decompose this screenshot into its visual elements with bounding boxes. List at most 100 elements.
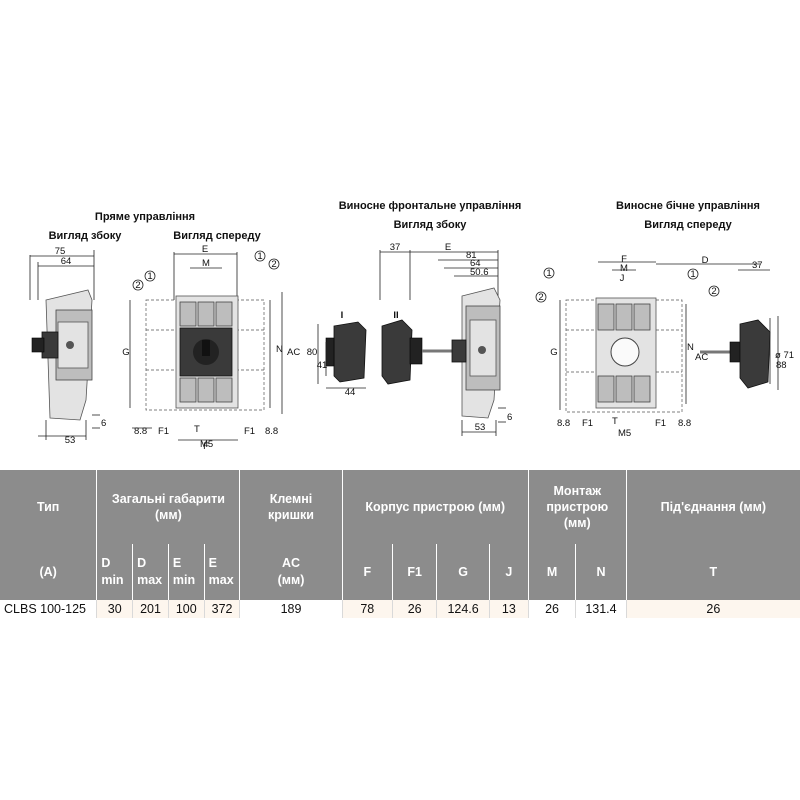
callout-2: 2: [135, 280, 140, 291]
rs-dim-J: J: [620, 273, 625, 284]
rf-dim-80: 80: [307, 347, 318, 358]
header-mounting: Монтаж пристрою (мм): [527, 470, 627, 544]
cell-d-min: 30: [96, 600, 133, 618]
rs-callout-2: 2: [538, 292, 543, 303]
header-f: F: [341, 544, 393, 600]
callout-2-right: 2: [271, 259, 276, 270]
header-type: Тип: [0, 470, 97, 544]
header-d-min-sub: min: [101, 573, 124, 587]
dim-F1-right: F1: [244, 426, 255, 437]
remote-front-side-label: Вигляд збоку: [394, 219, 468, 231]
rf-dim-81: 81: [466, 250, 477, 261]
header-housing: Корпус пристрою (мм): [341, 470, 529, 544]
dim-F: F: [203, 441, 209, 452]
rs-callout-2-right: 2: [711, 286, 716, 297]
header-m: M: [527, 544, 576, 600]
rs-dim-8-8-right: 8.8: [678, 418, 691, 429]
rf-label-II: II: [393, 310, 398, 321]
rf-dim-37: 37: [390, 242, 401, 253]
header-ac-letter: AC: [281, 556, 301, 570]
dim-8-8-left: 8.8: [134, 426, 147, 437]
rs-dim-M5: M5: [618, 428, 631, 439]
header-mounting-line2: пристрою: [546, 500, 609, 514]
remote-front-title: Виносне фронтальне управління: [339, 200, 522, 212]
cell-t: 26: [625, 600, 800, 618]
remote-front-side-view: 37 E 81 64 50.6 I II 80 41 44 53 6: [307, 242, 512, 436]
header-t: T: [625, 544, 800, 600]
rf-dim-41: 41: [317, 360, 328, 371]
rf-label-I: I: [341, 310, 344, 321]
rf-dim-44: 44: [345, 387, 356, 398]
header-d-max: D max: [132, 544, 169, 600]
cell-j: 13: [488, 600, 529, 618]
dim-N: N: [276, 344, 283, 355]
rs-dim-M: M: [620, 263, 628, 274]
header-g: G: [436, 544, 490, 600]
remote-side-front-view: F M J D 37 1 2 1 2 G N AC ø: [535, 254, 794, 439]
remote-side-title: Виносне бічне управління: [616, 200, 760, 212]
rf-dim-50-6: 50.6: [470, 267, 489, 278]
spec-table: Тип Загальні габарити (мм) Клемні кришки…: [0, 470, 800, 618]
header-d-min: D min: [96, 544, 133, 600]
direct-control-title: Пряме управління: [95, 211, 195, 223]
callout-1-right: 1: [257, 251, 262, 262]
header-e-max-letter: E: [208, 556, 218, 570]
cell-f: 78: [341, 600, 393, 618]
rs-callout-1: 1: [546, 268, 551, 279]
rs-dim-phi71: ø 71: [775, 350, 794, 361]
header-terminal-covers-line1: Клемні: [269, 492, 313, 506]
rf-dim-E: E: [445, 242, 451, 253]
technical-drawings: Пряме управління Вигляд збоку Вигляд спе…: [29, 200, 794, 452]
header-f1: F1: [392, 544, 437, 600]
callout-1: 1: [147, 271, 152, 282]
rs-dim-8-8-left: 8.8: [557, 418, 570, 429]
rs-dim-F: F: [621, 254, 627, 265]
dim-8-8-right: 8.8: [265, 426, 278, 437]
header-connection: Під'єднання (мм): [625, 470, 800, 544]
dim-6: 6: [101, 418, 106, 429]
cell-g: 124.6: [436, 600, 490, 618]
rs-dim-D: D: [702, 255, 709, 266]
header-e-max-sub: max: [208, 573, 234, 587]
direct-side-view-label: Вигляд збоку: [49, 230, 123, 242]
cell-m: 26: [527, 600, 576, 618]
cell-f1: 26: [392, 600, 437, 618]
dim-AC: AC: [287, 347, 300, 358]
dim-M5: M5: [200, 439, 213, 450]
header-type-unit: (A): [0, 544, 97, 600]
header-ac-unit: (мм): [277, 573, 305, 587]
rs-dim-AC: AC: [695, 352, 708, 363]
header-e-min-sub: min: [172, 573, 196, 587]
rf-dim-64: 64: [470, 258, 481, 269]
header-d-max-sub: max: [137, 573, 163, 587]
table-row: CLBS 100-125 30 201 100 372 189 78 26 12…: [0, 600, 800, 618]
cell-type: CLBS 100-125: [0, 600, 97, 618]
direct-front-view: E M 1 2 1 2 G N AC 8.8 F1 T F1 8.8: [122, 244, 300, 452]
header-d-max-letter: D: [137, 556, 147, 570]
header-e-min-letter: E: [172, 556, 182, 570]
rs-dim-N: N: [687, 342, 694, 353]
table-header-row-2: (A) D min D max E min E max AC (мм) F F1…: [0, 544, 800, 600]
dim-75: 75: [55, 246, 66, 257]
direct-side-view: 75 64 53 6: [29, 246, 106, 446]
header-n: N: [575, 544, 627, 600]
header-j: J: [488, 544, 529, 600]
header-terminal-covers-line2: кришки: [268, 508, 314, 522]
header-e-min: E min: [167, 544, 205, 600]
header-mounting-line1: Монтаж: [553, 484, 602, 498]
rs-dim-F1-right: F1: [655, 418, 666, 429]
cell-d-max: 201: [132, 600, 169, 618]
rs-callout-1-right: 1: [690, 269, 695, 280]
direct-front-view-label: Вигляд спереду: [173, 230, 261, 242]
dim-E: E: [202, 244, 208, 255]
cell-ac: 189: [239, 600, 343, 618]
cell-e-max: 372: [203, 600, 240, 618]
dim-53: 53: [65, 435, 76, 446]
header-d-min-letter: D: [101, 556, 111, 570]
rs-dim-37: 37: [752, 260, 763, 271]
dim-G: G: [122, 347, 129, 358]
header-e-max: E max: [203, 544, 240, 600]
rs-dim-G: G: [550, 347, 557, 358]
rf-dim-6: 6: [507, 412, 512, 423]
header-terminal-covers: Клемні кришки: [239, 470, 343, 544]
